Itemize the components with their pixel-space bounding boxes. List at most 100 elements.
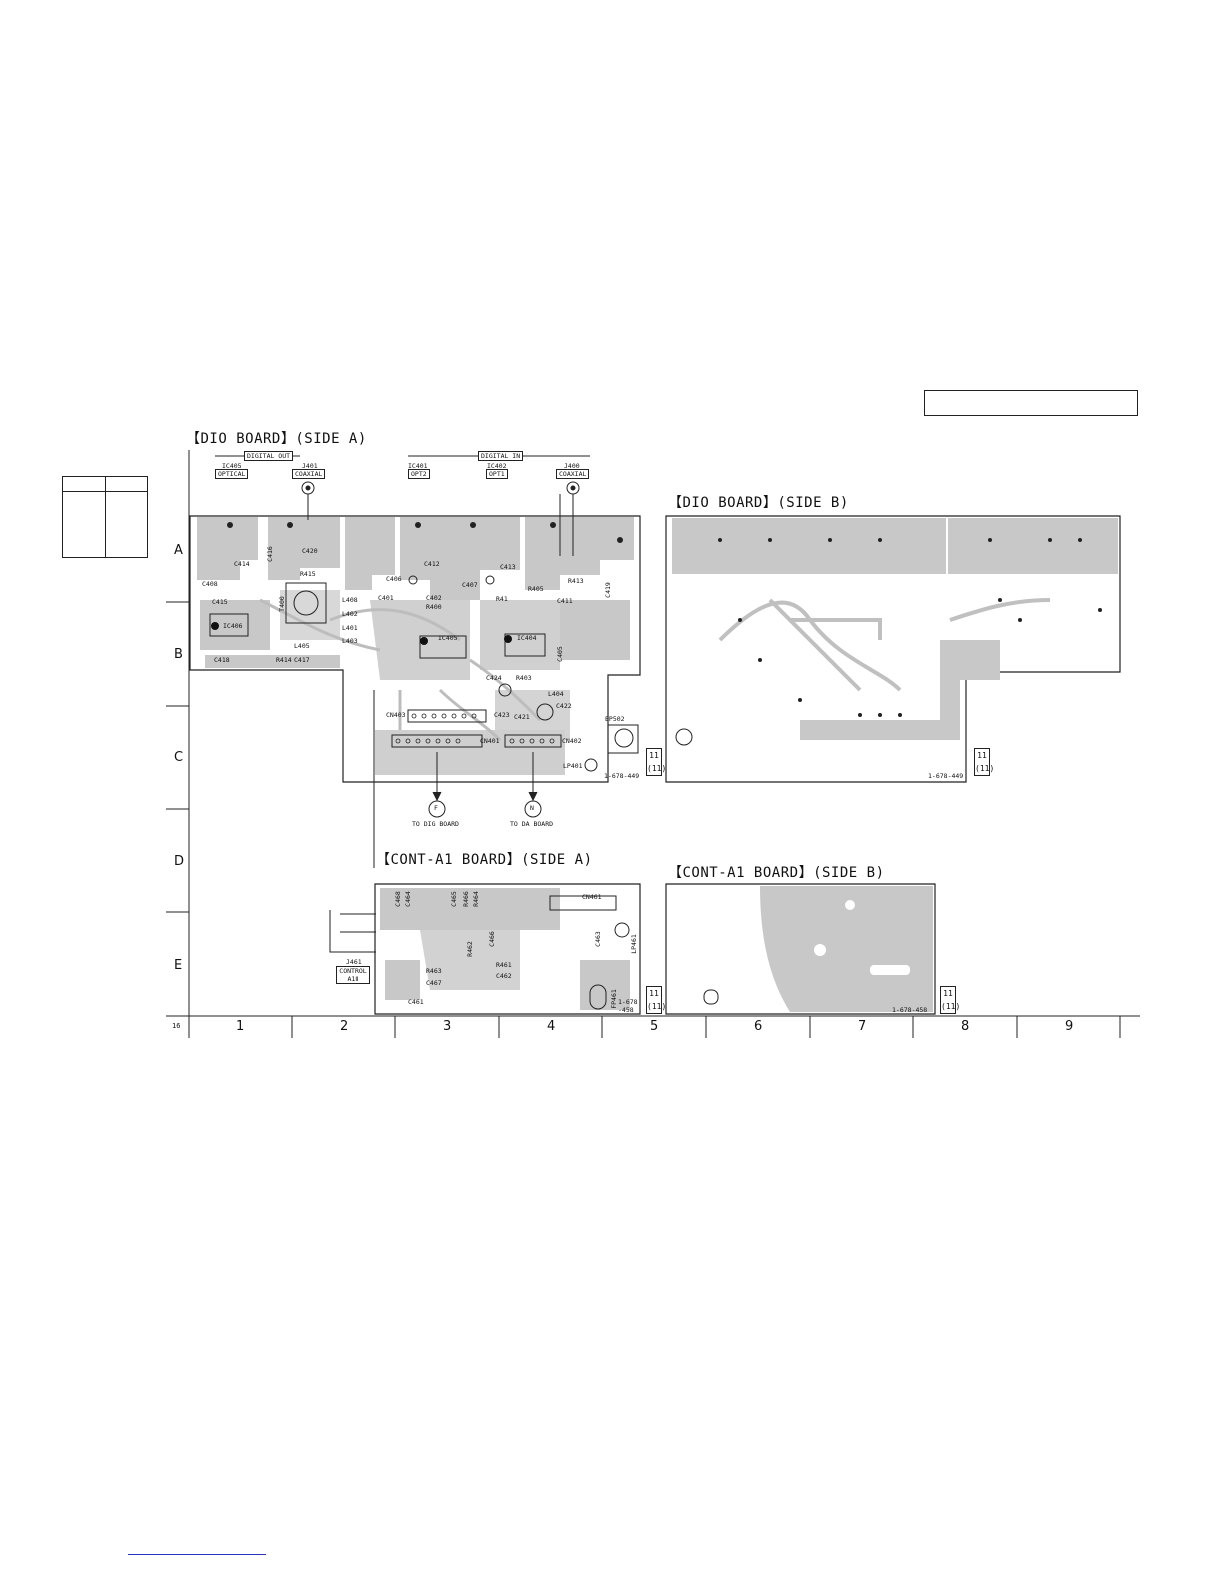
ref-box-dio-a-bottom: (11)	[647, 764, 667, 773]
component-label: R464	[471, 891, 480, 907]
column-label-5: 5	[650, 1019, 659, 1034]
cont-a1-board-side-a-title: 【CONT-A1 BOARD】(SIDE A)	[376, 852, 593, 868]
connector-f-letter: F	[434, 804, 438, 812]
component-label: CN461	[582, 893, 602, 901]
component-label: CN401	[480, 737, 500, 745]
component-label: L403	[342, 637, 358, 645]
dio-board-side-a-title: 【DIO BOARD】(SIDE A)	[186, 431, 367, 447]
component-label: R403	[516, 674, 532, 682]
component-label: R462	[465, 941, 474, 957]
component-label: R413	[568, 577, 584, 585]
component-label: C424	[486, 674, 502, 682]
column-label-9: 9	[1065, 1019, 1074, 1034]
grid-frame	[166, 450, 1140, 1038]
component-label: C462	[496, 972, 512, 980]
ic405-jack-ref: IC405	[222, 462, 242, 470]
row-label-c: C	[174, 750, 184, 765]
component-label: C464	[403, 891, 412, 907]
page-number: 16	[172, 1022, 181, 1030]
component-label: C420	[302, 547, 318, 555]
j461-ref: J461	[346, 958, 362, 966]
ref-box-dio-a: 11 (11)	[646, 748, 667, 776]
ref-box-cont-b-top: 11	[943, 989, 953, 998]
dio-board-side-b-title: 【DIO BOARD】(SIDE B)	[668, 495, 849, 511]
legend-table	[62, 476, 148, 558]
cont-a1-board-side-a	[329, 883, 641, 1015]
j400-ref: J400	[564, 462, 580, 470]
row-label-d: D	[174, 854, 185, 869]
ic401-name: OPT2	[408, 469, 430, 479]
digital-out-label: DIGITAL OUT	[244, 451, 294, 461]
row-label-b: B	[174, 647, 183, 662]
component-label: CN403	[386, 711, 406, 719]
component-label: R415	[300, 570, 316, 578]
column-label-4: 4	[547, 1019, 556, 1034]
component-label: L408	[342, 596, 358, 604]
dio-b-part-number: 1-678-449	[928, 772, 964, 780]
ref-box-cont-a-top: 11	[649, 989, 659, 998]
component-label: C413	[500, 563, 516, 571]
component-label: R463	[426, 967, 442, 975]
component-label: C411	[557, 597, 573, 605]
component-label: C421	[514, 713, 530, 721]
component-label: CN402	[562, 737, 582, 745]
component-label: C465	[449, 891, 458, 907]
connector-n-label: TO DA BOARD	[510, 820, 554, 828]
ref-box-dio-b-top: 11	[977, 751, 987, 760]
column-label-6: 6	[754, 1019, 763, 1034]
component-label: C468	[393, 891, 402, 907]
component-label: C416	[265, 546, 274, 562]
component-label: C461	[408, 998, 424, 1006]
component-label: R414	[276, 656, 292, 664]
j401-name: COAXIAL	[292, 469, 326, 479]
component-label: L404	[548, 690, 564, 698]
ref-box-cont-b: 11(11)	[940, 986, 960, 1014]
connector-f-label: TO DIG BOARD	[412, 820, 459, 828]
digital-in-label: DIGITAL IN	[478, 451, 524, 461]
component-label: C406	[386, 575, 402, 583]
ref-box-dio-b-bottom: (11)	[975, 764, 995, 773]
column-label-3: 3	[443, 1019, 452, 1034]
component-label: L401	[342, 624, 358, 632]
column-label-8: 8	[961, 1019, 970, 1034]
component-label: C417	[294, 656, 310, 664]
row-label-a: A	[174, 543, 183, 558]
ref-box-dio-b: 11 (11)	[974, 748, 995, 776]
component-label: C408	[202, 580, 218, 588]
component-label: C402	[426, 594, 442, 602]
dio-a-part-number: 1-678-449	[604, 772, 640, 780]
row-label-e: E	[174, 958, 183, 973]
component-label: R400	[426, 603, 442, 611]
component-label: C418	[214, 656, 230, 664]
component-label: C463	[593, 931, 602, 947]
cont-a1-board-side-b	[665, 883, 936, 1015]
cont-a-part-number: 1-678 -458	[618, 998, 638, 1014]
component-label: L402	[342, 610, 358, 618]
ref-box-dio-a-top: 11	[649, 751, 659, 760]
component-label: C401	[378, 594, 394, 602]
bottom-link-underline[interactable]	[128, 1554, 266, 1555]
component-label: R405	[528, 585, 544, 593]
ref-box-cont-a-bottom: (11)	[647, 1002, 667, 1011]
component-label: T400	[277, 596, 286, 612]
dio-board-side-b	[665, 515, 1121, 783]
component-label: FP461	[609, 989, 618, 1009]
column-label-7: 7	[858, 1019, 867, 1034]
component-label: C405	[555, 646, 564, 662]
header-box	[924, 390, 1138, 416]
component-label: R41	[496, 595, 508, 603]
ic402-name: OPT1	[486, 469, 508, 479]
component-label: C415	[212, 598, 228, 606]
connector-n-letter: N	[530, 804, 534, 812]
component-label: C422	[556, 702, 572, 710]
component-label: IC404	[517, 634, 537, 642]
component-label: C412	[424, 560, 440, 568]
ic405-jack-name: OPTICAL	[215, 469, 249, 479]
component-label: C466	[487, 931, 496, 947]
cont-a1-board-side-b-title: 【CONT-A1 BOARD】(SIDE B)	[668, 865, 885, 881]
ref-box-cont-a: 11 (11)	[646, 986, 667, 1014]
legend-divider-v	[105, 477, 106, 557]
j401-ref: J401	[302, 462, 318, 470]
j461-name: CONTROL A1Ⅱ	[336, 966, 370, 984]
